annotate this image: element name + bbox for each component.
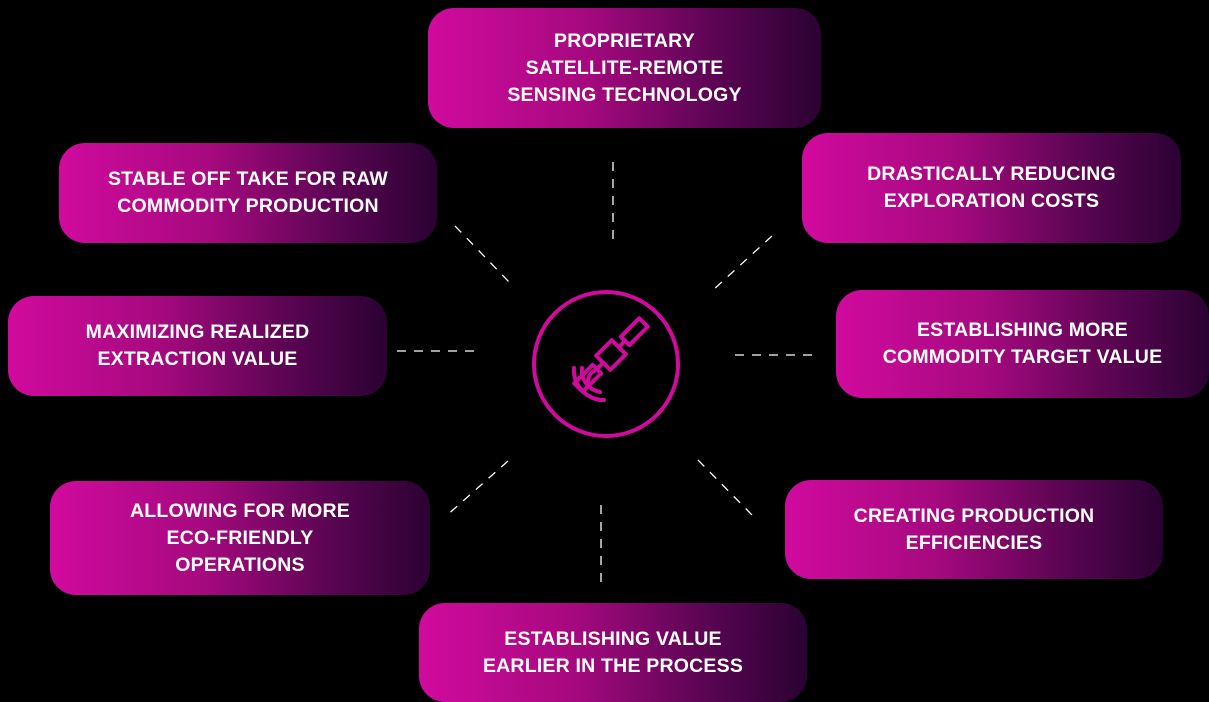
node-bottom-right: CREATING PRODUCTION EFFICIENCIES [785,480,1163,579]
node-left: MAXIMIZING REALIZED EXTRACTION VALUE [8,296,387,396]
connector-top-right [711,235,773,292]
node-top-left: STABLE OFF TAKE FOR RAW COMMODITY PRODUC… [59,143,437,243]
satellite-icon [532,290,680,438]
node-bottom: ESTABLISHING VALUE EARLIER IN THE PROCES… [419,603,807,702]
connector-top-left [454,225,511,284]
node-top-right: DRASTICALLY REDUCING EXPLORATION COSTS [802,133,1181,243]
node-right: ESTABLISHING MORE COMMODITY TARGET VALUE [836,290,1209,398]
node-bottom-left: ALLOWING FOR MORE ECO-FRIENDLY OPERATION… [50,481,430,595]
connector-bottom-left [444,460,509,518]
connector-bottom-right [697,459,756,519]
node-top: PROPRIETARY SATELLITE-REMOTE SENSING TEC… [428,8,821,128]
